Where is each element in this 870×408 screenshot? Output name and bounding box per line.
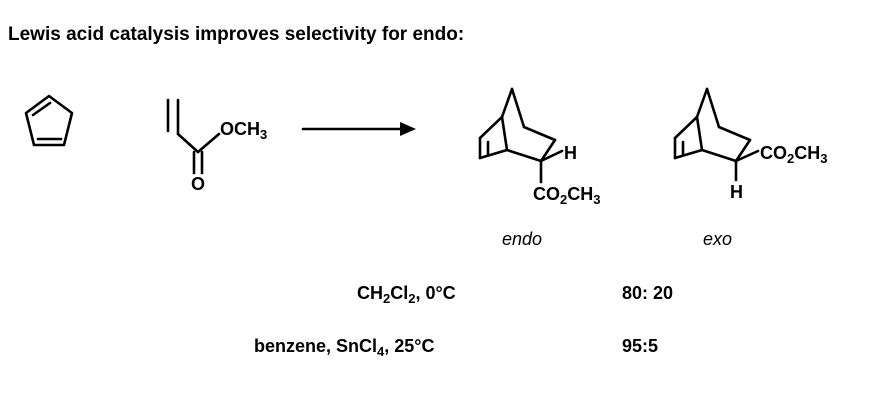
carbonyl-oxygen-label: O (191, 174, 206, 194)
exo-norbornene-structure (673, 87, 760, 182)
ratio-row-1: 80: 20 (622, 283, 674, 303)
arrow-head (400, 122, 416, 136)
cyclopentadiene-structure (24, 94, 74, 147)
page-title: Lewis acid catalysis improves selectivit… (8, 24, 465, 45)
endo-caption: endo (502, 229, 543, 249)
exo-caption: exo (703, 229, 733, 249)
ester-label: OCH3 (220, 119, 268, 142)
ratio-row-2: 95:5 (622, 336, 659, 356)
endo-hydrogen-label: H (564, 143, 577, 163)
endo-norbornene-structure (478, 87, 564, 184)
exo-ester-label: CO2CH3 (760, 143, 828, 166)
exo-hydrogen-label: H (730, 182, 743, 202)
condition-row-1: CH2Cl2, 0°C (357, 283, 456, 306)
endo-ester-label: CO2CH3 (533, 184, 601, 207)
methyl-acrylate-structure (166, 98, 221, 175)
condition-row-2: benzene, SnCl4, 25°C (254, 336, 435, 359)
